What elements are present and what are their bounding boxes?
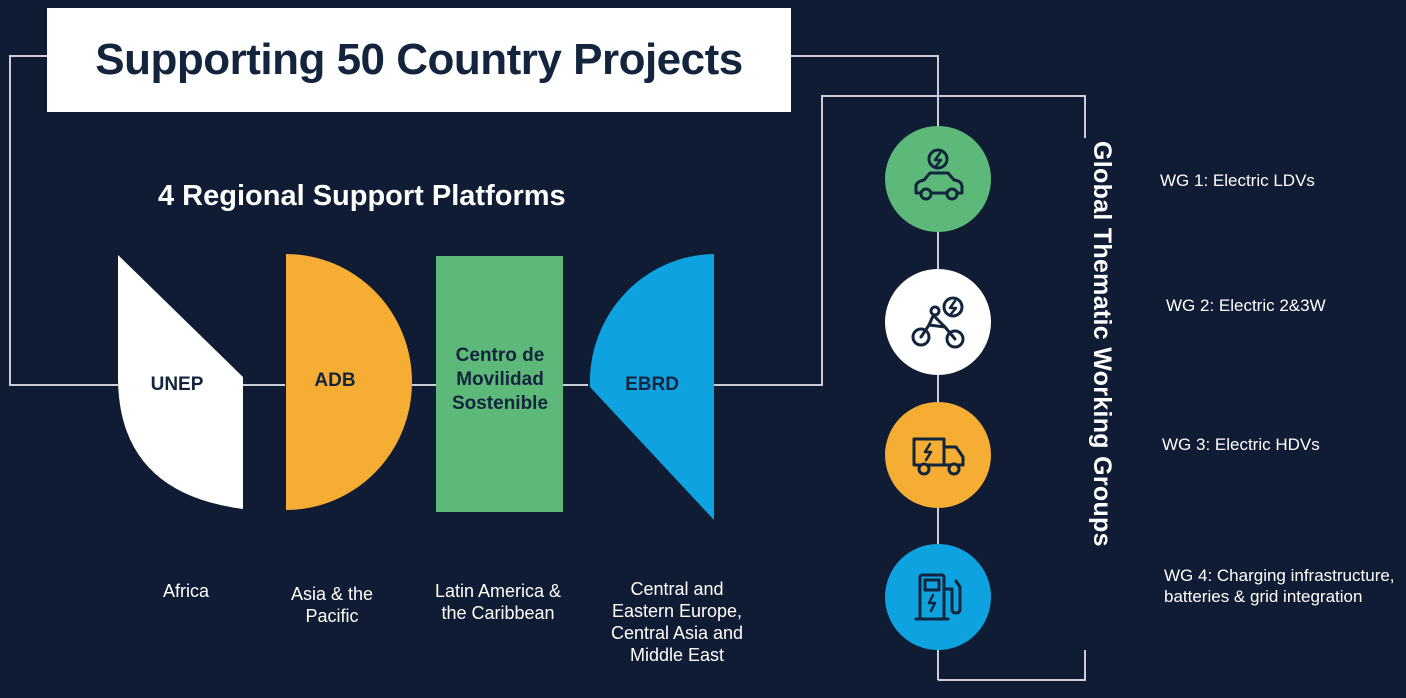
wg-circle-charging xyxy=(885,544,991,650)
region-label-asia-pacific: Asia & the Pacific xyxy=(290,584,374,626)
title-to-platforms-line xyxy=(9,55,118,386)
region-label-central-eastern-europe: Central and Eastern Europe, Central Asia… xyxy=(610,579,744,665)
wg-label-2: WG 2: Electric 2&3W xyxy=(1166,296,1326,315)
wg-label-3: WG 3: Electric HDVs xyxy=(1162,435,1320,454)
platform-shape-adb xyxy=(286,254,412,510)
working-groups-title: Global Thematic Working Groups xyxy=(1088,141,1116,547)
platform-label-adb: ADB xyxy=(314,370,356,391)
page-title: Supporting 50 Country Projects xyxy=(95,35,743,84)
region-label-latin-america: Latin America & the Caribbean xyxy=(434,581,562,623)
platform-label-ebrd: EBRD xyxy=(625,374,679,395)
wg-circle-ldv xyxy=(885,126,991,232)
electric-truck-icon xyxy=(912,437,965,476)
platform-label-cms: Centro de Movilidad Sostenible xyxy=(451,345,549,414)
wg-circle-2and3w xyxy=(885,269,991,375)
electric-car-icon xyxy=(914,148,964,201)
charging-station-icon xyxy=(914,573,962,621)
ebrd-to-wg-line xyxy=(714,95,1086,386)
wg-circle-hdv xyxy=(885,402,991,508)
wg-bottom-bracket xyxy=(938,650,1086,681)
title-banner: Supporting 50 Country Projects xyxy=(47,8,791,112)
platform-label-unep: UNEP xyxy=(150,374,204,395)
platform-shape-unep xyxy=(118,255,243,509)
platform-shape-cms xyxy=(436,256,563,512)
platform-shape-ebrd xyxy=(589,254,714,520)
wg-label-4: WG 4: Charging infrastructure, batteries… xyxy=(1164,566,1395,606)
platforms-subtitle: 4 Regional Support Platforms xyxy=(158,180,566,212)
wg-label-1: WG 1: Electric LDVs xyxy=(1160,171,1315,190)
title-to-wg-line xyxy=(791,55,939,128)
electric-motorbike-icon xyxy=(911,296,965,349)
region-label-africa: Africa xyxy=(162,581,209,601)
